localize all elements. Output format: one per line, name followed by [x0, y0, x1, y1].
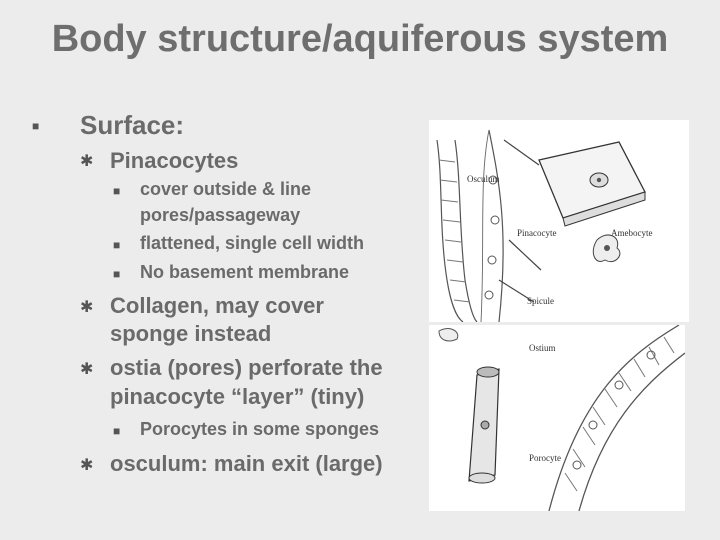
- pinacocyte-diagram: Osculum Pinacocyte Amebocyte Spicule: [429, 120, 689, 322]
- star-bullet-icon: ✱: [80, 299, 94, 316]
- square-bullet-icon: ■: [32, 119, 40, 133]
- star-bullet-icon: ✱: [80, 361, 94, 378]
- label-spicule: Spicule: [527, 296, 554, 306]
- bullet-ostia-line2: pinacocyte “layer” (tiny): [110, 384, 365, 409]
- porocyte-illustration: Ostium Porocyte: [438, 325, 685, 511]
- label-ostium: Ostium: [529, 343, 556, 353]
- bullet-osculum: osculum: main exit (large): [110, 451, 383, 476]
- star-bullet-icon: ✱: [80, 457, 94, 474]
- label-porocyte: Porocyte: [529, 453, 561, 463]
- sub-bullet-cover-line2: pores/passageway: [140, 205, 301, 225]
- bullet-collagen-line1: Collagen, may cover: [110, 293, 324, 318]
- label-amebocyte: Amebocyte: [611, 228, 652, 238]
- sub-bullet-flattened: flattened, single cell width: [140, 233, 365, 253]
- bullet-pinacocytes: Pinacocytes: [110, 148, 239, 173]
- slide-title: Body structure/aquiferous system: [51, 18, 669, 60]
- square-bullet-icon: ■: [113, 267, 121, 281]
- sub-bullet-cover-line1: cover outside & line: [140, 179, 312, 199]
- sub-bullet-basement: No basement membrane: [140, 262, 350, 282]
- star-bullet-icon: ✱: [80, 153, 94, 170]
- square-bullet-icon: ■: [113, 184, 121, 198]
- bullet-ostia-line1: ostia (pores) perforate the: [110, 355, 383, 380]
- sub-bullet-porocytes: Porocytes in some sponges: [140, 419, 380, 439]
- label-pinacocyte: Pinacocyte: [517, 228, 557, 238]
- bullet-surface: Surface:: [80, 110, 185, 140]
- porocyte-diagram: Ostium Porocyte: [429, 325, 685, 511]
- square-bullet-icon: ■: [113, 424, 121, 438]
- bullet-collagen-line2: sponge instead: [110, 321, 272, 346]
- pinacocyte-illustration: Osculum Pinacocyte Amebocyte Spicule: [436, 129, 652, 322]
- square-bullet-icon: ■: [113, 238, 121, 252]
- label-osculum: Osculum: [467, 174, 500, 184]
